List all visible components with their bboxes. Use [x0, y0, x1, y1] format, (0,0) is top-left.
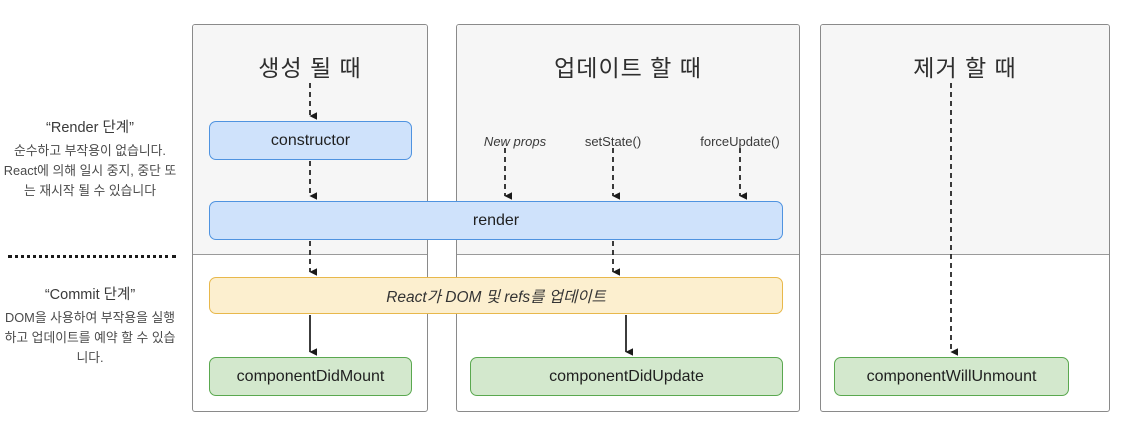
column-title-unmounting: 제거 할 때	[913, 55, 1017, 81]
node-constructor[interactable]: constructor	[209, 121, 412, 160]
column-title-updating: 업데이트 할 때	[554, 55, 702, 81]
node-component-did-update[interactable]: componentDidUpdate	[470, 357, 783, 396]
node-component-will-unmount[interactable]: componentWillUnmount	[834, 357, 1069, 396]
node-render[interactable]: render	[209, 201, 783, 240]
column-unmounting: 제거 할 때	[820, 24, 1110, 412]
trigger-label-new-props: New props	[483, 134, 547, 149]
legend-commit-phase-body: DOM을 사용하여 부작용을 실행하고 업데이트를 예약 할 수 있습니다.	[4, 310, 176, 365]
legend-render-phase: “Render 단계” 순수하고 부작용이 없습니다. React에 의해 일시…	[0, 118, 180, 201]
phase-divider-dotted-line	[8, 255, 176, 258]
render-zone-unmounting	[821, 25, 1109, 255]
node-react-updates-dom-and-refs[interactable]: React가 DOM 및 refs를 업데이트	[209, 277, 783, 314]
legend-commit-phase: “Commit 단계” DOM을 사용하여 부작용을 실행하고 업데이트를 예약…	[0, 285, 180, 368]
legend-commit-phase-title: “Commit 단계”	[44, 287, 136, 303]
legend-render-phase-title: “Render 단계”	[46, 120, 134, 136]
node-component-did-mount[interactable]: componentDidMount	[209, 357, 412, 396]
column-title-mounting: 생성 될 때	[258, 55, 362, 81]
trigger-label-set-state: setState()	[584, 134, 642, 149]
legend-render-phase-body: 순수하고 부작용이 없습니다. React에 의해 일시 중지, 중단 또는 재…	[3, 143, 177, 198]
trigger-label-force-update: forceUpdate()	[700, 134, 780, 149]
